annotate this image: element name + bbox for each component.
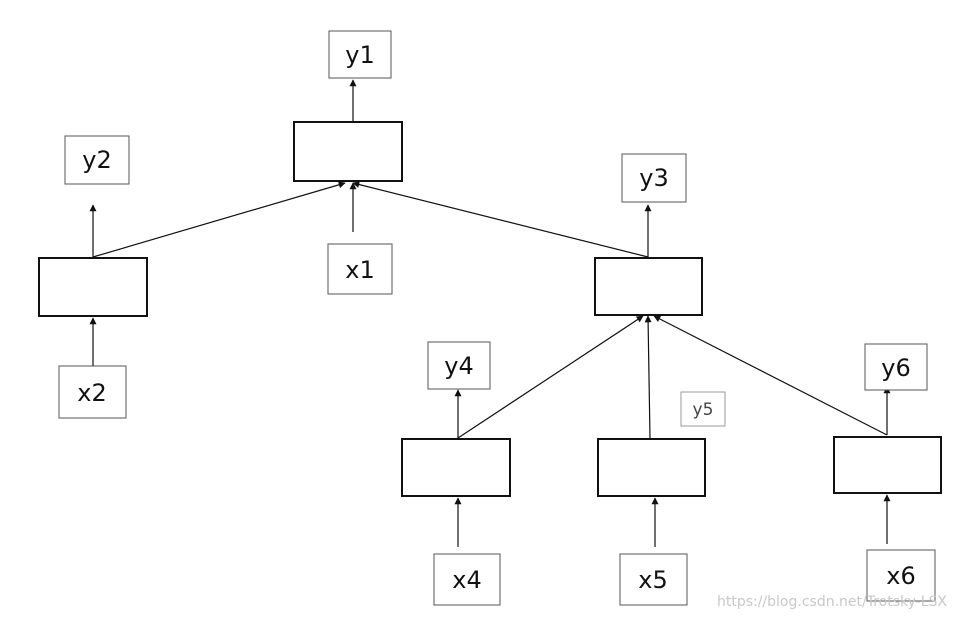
output-y4-text: y4 [444, 352, 473, 380]
hidden-node-3 [594, 257, 703, 316]
hidden-node-6 [833, 436, 942, 494]
watermark-text: https://blog.csdn.net/Trotsky-LSX [717, 594, 947, 610]
hidden-node-4 [401, 438, 511, 497]
hidden-node-5 [597, 438, 706, 497]
input-x1: x1 [327, 243, 393, 295]
edge-node5-to-node3 [644, 315, 652, 439]
input-x6-text: x6 [886, 562, 915, 590]
hidden-node-1 [293, 121, 403, 182]
output-y1-text: y1 [345, 41, 374, 69]
edge-node6-to-node3 [653, 315, 888, 436]
input-x2-text: x2 [77, 379, 106, 407]
output-y2-text: y2 [82, 146, 111, 174]
output-y3-text: y3 [639, 164, 668, 192]
input-x5: x5 [619, 553, 688, 606]
input-x4: x4 [433, 553, 501, 606]
hidden-node-2 [38, 257, 148, 317]
input-x1-text: x1 [345, 256, 374, 284]
output-y5: y5 [680, 391, 726, 427]
output-y1: y1 [328, 30, 392, 79]
edge-node4-to-node3 [457, 315, 644, 439]
input-x2: x2 [58, 365, 127, 419]
output-y6-text: y6 [881, 354, 910, 382]
input-x4-text: x4 [452, 566, 481, 594]
edge-node2-to-node1 [92, 181, 346, 258]
output-y6: y6 [864, 343, 928, 391]
input-x6: x6 [866, 549, 936, 602]
output-y3: y3 [621, 153, 687, 203]
output-y4: y4 [427, 341, 491, 390]
input-x5-text: x5 [638, 566, 667, 594]
output-y2: y2 [64, 135, 130, 185]
output-y5-text: y5 [693, 400, 714, 420]
edge-node3-to-node1 [352, 181, 649, 258]
